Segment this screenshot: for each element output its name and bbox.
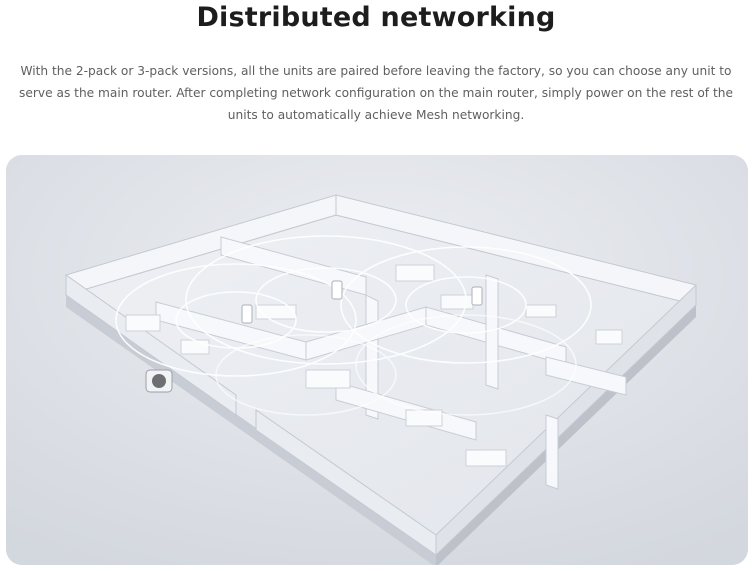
- appliance-icon: [145, 369, 173, 393]
- page-title: Distributed networking: [196, 2, 556, 33]
- router-icon: [241, 280, 483, 324]
- wifi-coverage-rings: [115, 235, 592, 416]
- floorplan-illustration: [6, 155, 748, 565]
- outer-walls: [65, 194, 697, 557]
- floorplan-graphic: [6, 155, 748, 565]
- page-description: With the 2-pack or 3-pack versions, all …: [19, 64, 733, 122]
